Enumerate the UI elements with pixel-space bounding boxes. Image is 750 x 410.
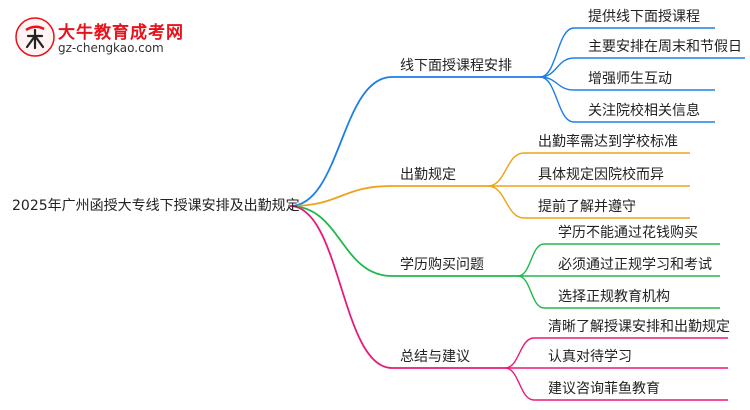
logo-mark-icon [15,17,55,57]
leaf-topic: 清晰了解授课安排和出勤规定 [548,319,730,335]
leaf-topic: 出勤率需达到学校标准 [538,134,678,150]
leaf-connector [504,367,728,401]
leaf-topic: 主要安排在周末和节假日 [588,39,742,55]
branch-topic: 学历购买问题 [400,257,484,273]
leaf-topic: 必须通过正规学习和考试 [558,257,712,273]
leaf-connector [517,275,720,309]
leaf-topic: 认真对待学习 [548,349,632,365]
leaf-connector [539,57,745,78]
leaf-topic: 选择正规教育机构 [558,289,670,305]
branch-connector [289,76,540,207]
branch-topic: 出勤规定 [400,167,456,183]
logo-title: 大牛教育成考网 [58,23,184,43]
leaf-connector [487,185,690,219]
leaf-topic: 关注院校相关信息 [588,103,700,119]
logo-url: gz-chengkao.com [58,41,164,55]
branch-connector [289,185,488,207]
leaf-connector [487,152,690,187]
leaf-topic: 具体规定因院校而异 [538,167,664,183]
leaf-connector [539,76,715,91]
branch-topic: 总结与建议 [400,349,470,365]
branch-topic: 线下面授课程安排 [400,58,512,74]
site-logo[interactable]: 大牛教育成考网 gz-chengkao.com [14,16,214,62]
leaf-connector [539,76,715,123]
leaf-topic: 增强师生互动 [588,71,672,87]
leaf-topic: 建议咨询菲鱼教育 [548,381,660,397]
leaf-connector [539,27,715,78]
branch-connector [289,205,505,369]
leaf-connector [504,337,728,369]
leaf-topic: 提前了解并遵守 [538,199,636,215]
branch-connector [289,205,518,277]
leaf-topic: 提供线下面授课程 [588,9,700,25]
leaf-topic: 学历不能通过花钱购买 [558,225,698,241]
leaf-connector [517,243,720,277]
root-topic: 2025年广州函授大专线下授课安排及出勤规定 [12,198,300,214]
